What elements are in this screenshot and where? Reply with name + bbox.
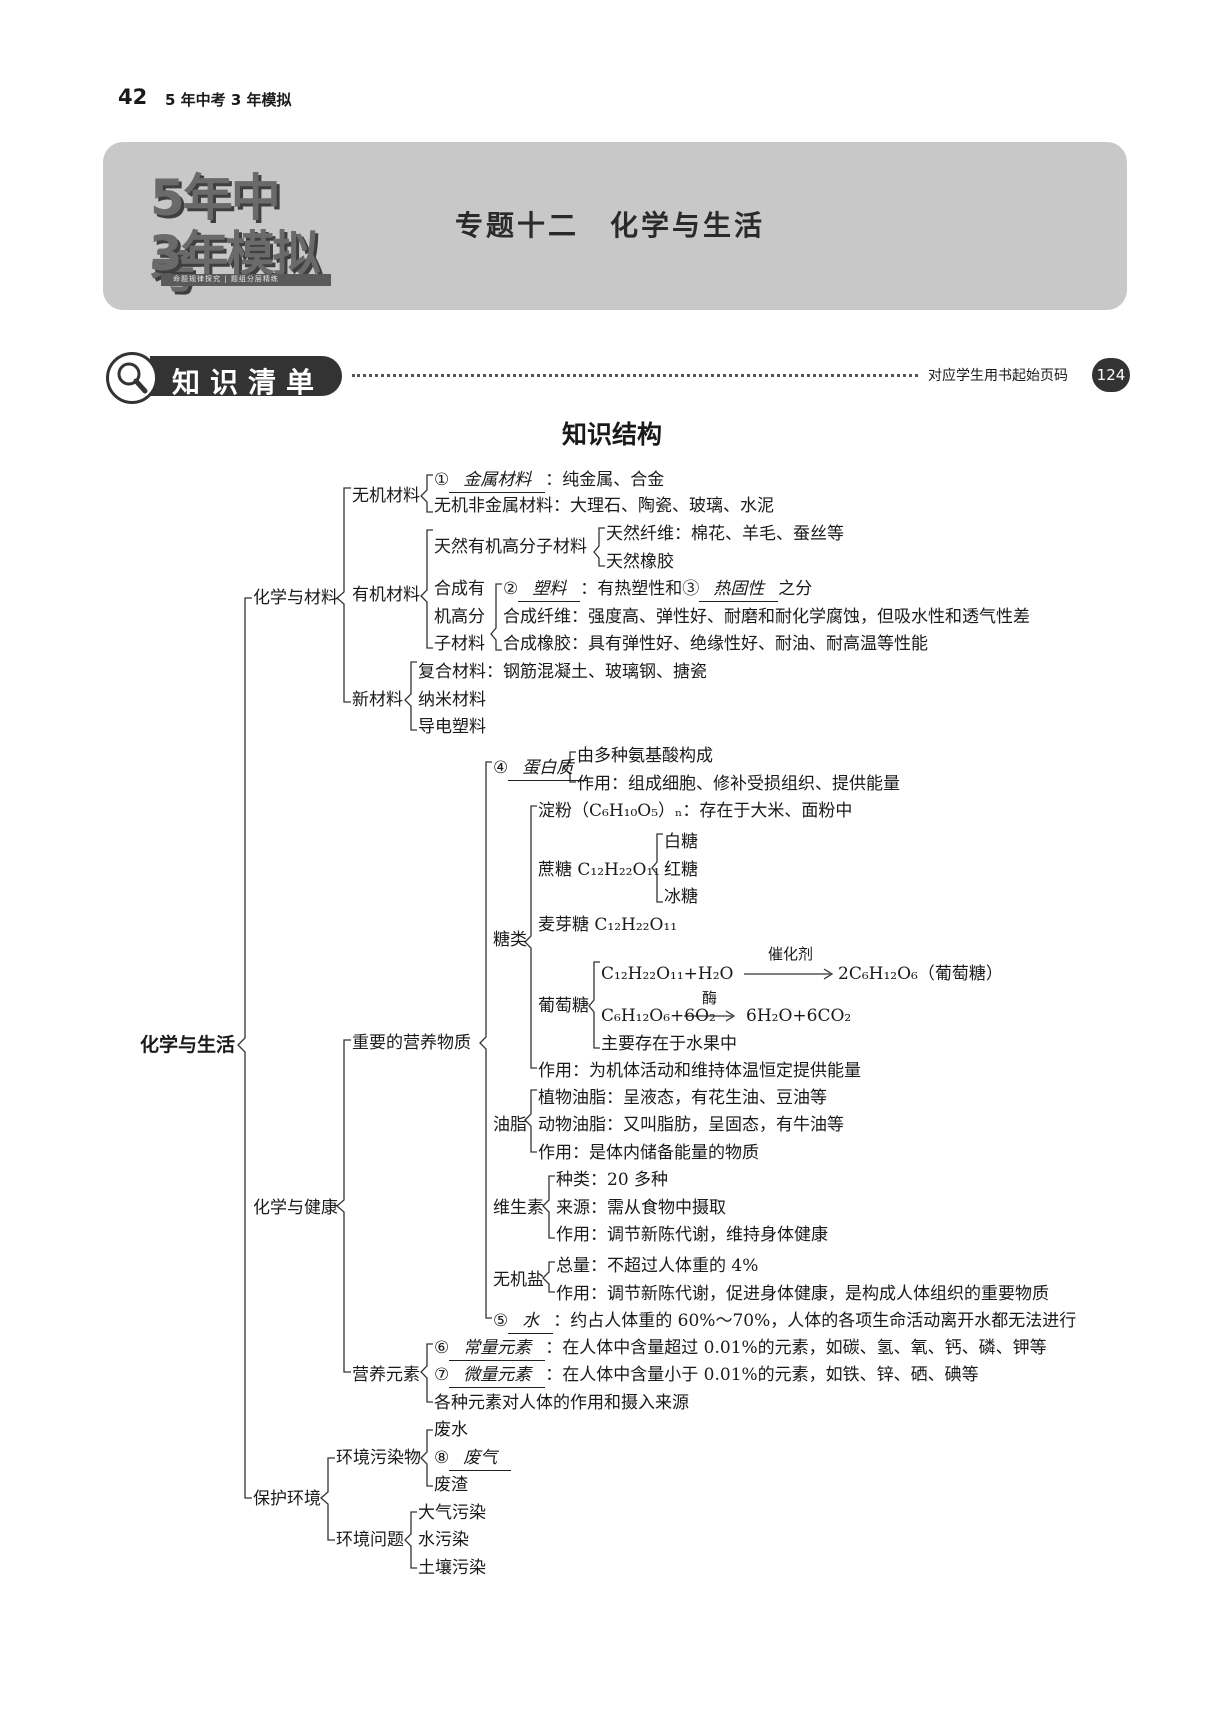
node-label: 营养元素 [352, 1365, 420, 1385]
page-number: 42 [118, 85, 148, 109]
answer-blank: 金属材料 [449, 468, 546, 493]
equation-left: C₆H₁₂O₆+6O₂ [601, 1006, 716, 1026]
tree-line: 导电塑料 [418, 717, 486, 737]
tree-line: 无机非金属材料：大理石、陶瓷、玻璃、水泥 [434, 496, 774, 516]
tree-line: 作用：为机体活动和维持体温恒定提供能量 [538, 1061, 861, 1081]
equation-right: 2C₆H₁₂O₆（葡萄糖） [838, 964, 1003, 984]
logo-tags: 命题规律探究 | 题组分层精练 [173, 274, 279, 284]
node-label: 无机材料 [352, 486, 420, 506]
answer-blank: 微量元素 [449, 1363, 546, 1388]
branch-label: 化学与材料 [253, 588, 338, 608]
tree-line: 白糖 [664, 832, 698, 852]
node-label: 油脂 [493, 1115, 527, 1135]
tree-line: 主要存在于水果中 [601, 1034, 737, 1054]
answer-blank: 常量元素 [449, 1336, 546, 1361]
tree-line: 土壤污染 [418, 1558, 486, 1578]
section-note: 对应学生用书起始页码 [928, 368, 1068, 384]
tree-line: 废水 [434, 1420, 468, 1440]
equation-condition: 催化剂 [768, 945, 814, 963]
equation-right: 6H₂O+6CO₂ [746, 1006, 852, 1026]
tree-line: 动物油脂：又叫脂肪，呈固态，有牛油等 [538, 1115, 844, 1135]
logo-tag-separator: | [224, 275, 231, 283]
tree-line: 合成纤维：强度高、弹性好、耐磨和耐化学腐蚀，但吸水性和透气性差 [503, 607, 1030, 627]
page-ref-badge: 124 [1092, 358, 1130, 392]
node-label: 环境问题 [336, 1530, 404, 1550]
tree-line: 水污染 [418, 1530, 469, 1550]
tree-line: 各种元素对人体的作用和摄入来源 [434, 1393, 689, 1413]
tree-line: 麦芽糖 C₁₂H₂₂O₁₁ [538, 915, 678, 935]
tree-line: 天然纤维：棉花、羊毛、蚕丝等 [606, 524, 844, 544]
tree-line: 废渣 [434, 1475, 468, 1495]
node-label: 子材料 [434, 634, 485, 654]
node-label: 新材料 [352, 690, 403, 710]
tree-line: 大气污染 [418, 1503, 486, 1523]
tree-line: 天然橡胶 [606, 552, 674, 572]
node-label: 蔗糖 C₁₂H₂₂O₁₁ [538, 860, 661, 880]
logo-strip [161, 274, 331, 286]
node-label: 维生素 [493, 1198, 544, 1218]
tree-line: 总量：不超过人体重的 4% [556, 1256, 759, 1276]
tree-line: 来源：需从食物中摄取 [556, 1198, 726, 1218]
tree-root: 化学与生活 [140, 1034, 236, 1056]
node-label: 合成有 [434, 579, 485, 599]
tree-line: 作用：是体内储备能量的物质 [538, 1143, 759, 1163]
book-title: 5 年中考 3 年模拟 [165, 91, 292, 109]
node-label: 环境污染物 [336, 1448, 421, 1468]
answer-blank: 废气 [449, 1446, 512, 1471]
node-label: 葡萄糖 [538, 996, 589, 1016]
tree-line: 作用：组成细胞、修补受损组织、提供能量 [577, 774, 900, 794]
logo-line1: 5年中考 [150, 169, 281, 299]
knowledge-heading: 知识结构 [561, 420, 662, 449]
tree-line: 种类：20 多种 [556, 1170, 669, 1190]
node-label: 天然有机高分子材料 [434, 537, 587, 557]
node-label: 重要的营养物质 [352, 1033, 471, 1053]
logo-line2: 3年模拟 [149, 226, 320, 282]
node-label: 机高分 [434, 607, 485, 627]
equation-condition: 酶 [702, 989, 718, 1007]
branch-label: 保护环境 [253, 1489, 321, 1509]
magnifier-icon [106, 352, 158, 404]
tree-line: 作用：调节新陈代谢，促进身体健康，是构成人体组织的重要物质 [556, 1284, 1049, 1304]
section-label: 知识清单 [172, 366, 325, 399]
logo-tag1: 命题规律探究 [173, 275, 221, 283]
tree-line: 合成橡胶：具有弹性好、绝缘性好、耐油、耐高温等性能 [503, 634, 928, 654]
page-header: 42 5 年中考 3 年模拟 [0, 0, 1224, 120]
tree-line: 由多种氨基酸构成 [577, 746, 713, 766]
node-label: 有机材料 [352, 585, 420, 605]
tree-line: 复合材料：钢筋混凝土、玻璃钢、搪瓷 [418, 662, 707, 682]
tree-line: 冰糖 [664, 887, 698, 907]
node-label: 糖类 [493, 930, 527, 950]
logo-tag2: 题组分层精练 [230, 275, 279, 283]
answer-blank: 水 [508, 1309, 554, 1334]
answer-blank: 热固性 [699, 577, 779, 602]
tree-line: 作用：调节新陈代谢，维持身体健康 [556, 1225, 828, 1245]
tree-line: 植物油脂：呈液态，有花生油、豆油等 [538, 1088, 827, 1108]
answer-blank: 塑料 [518, 577, 581, 602]
tree-line: 纳米材料 [418, 690, 486, 710]
branch-label: 化学与健康 [253, 1198, 338, 1218]
section-bar: 知识清单 对应学生用书起始页码 124 [102, 350, 1132, 408]
tree-line: 淀粉（C₆H₁₀O₅）ₙ：存在于大米、面粉中 [538, 801, 853, 821]
equation-left: C₁₂H₂₂O₁₁+H₂O [601, 964, 734, 984]
answer-blank: 蛋白质 [508, 756, 588, 781]
node-label: 无机盐 [493, 1270, 544, 1290]
book-logo: 5年中考 3年模拟 命题规律探究 | 题组分层精练 [105, 152, 331, 299]
dotted-leader [352, 374, 918, 377]
chapter-title: 专题十二 化学与生活 [455, 209, 766, 242]
section-pill [150, 356, 342, 396]
tree-line: 红糖 [664, 860, 698, 880]
chapter-banner: 5年中考 3年模拟 命题规律探究 | 题组分层精练 专题十二 化学与生活 [103, 142, 1127, 310]
